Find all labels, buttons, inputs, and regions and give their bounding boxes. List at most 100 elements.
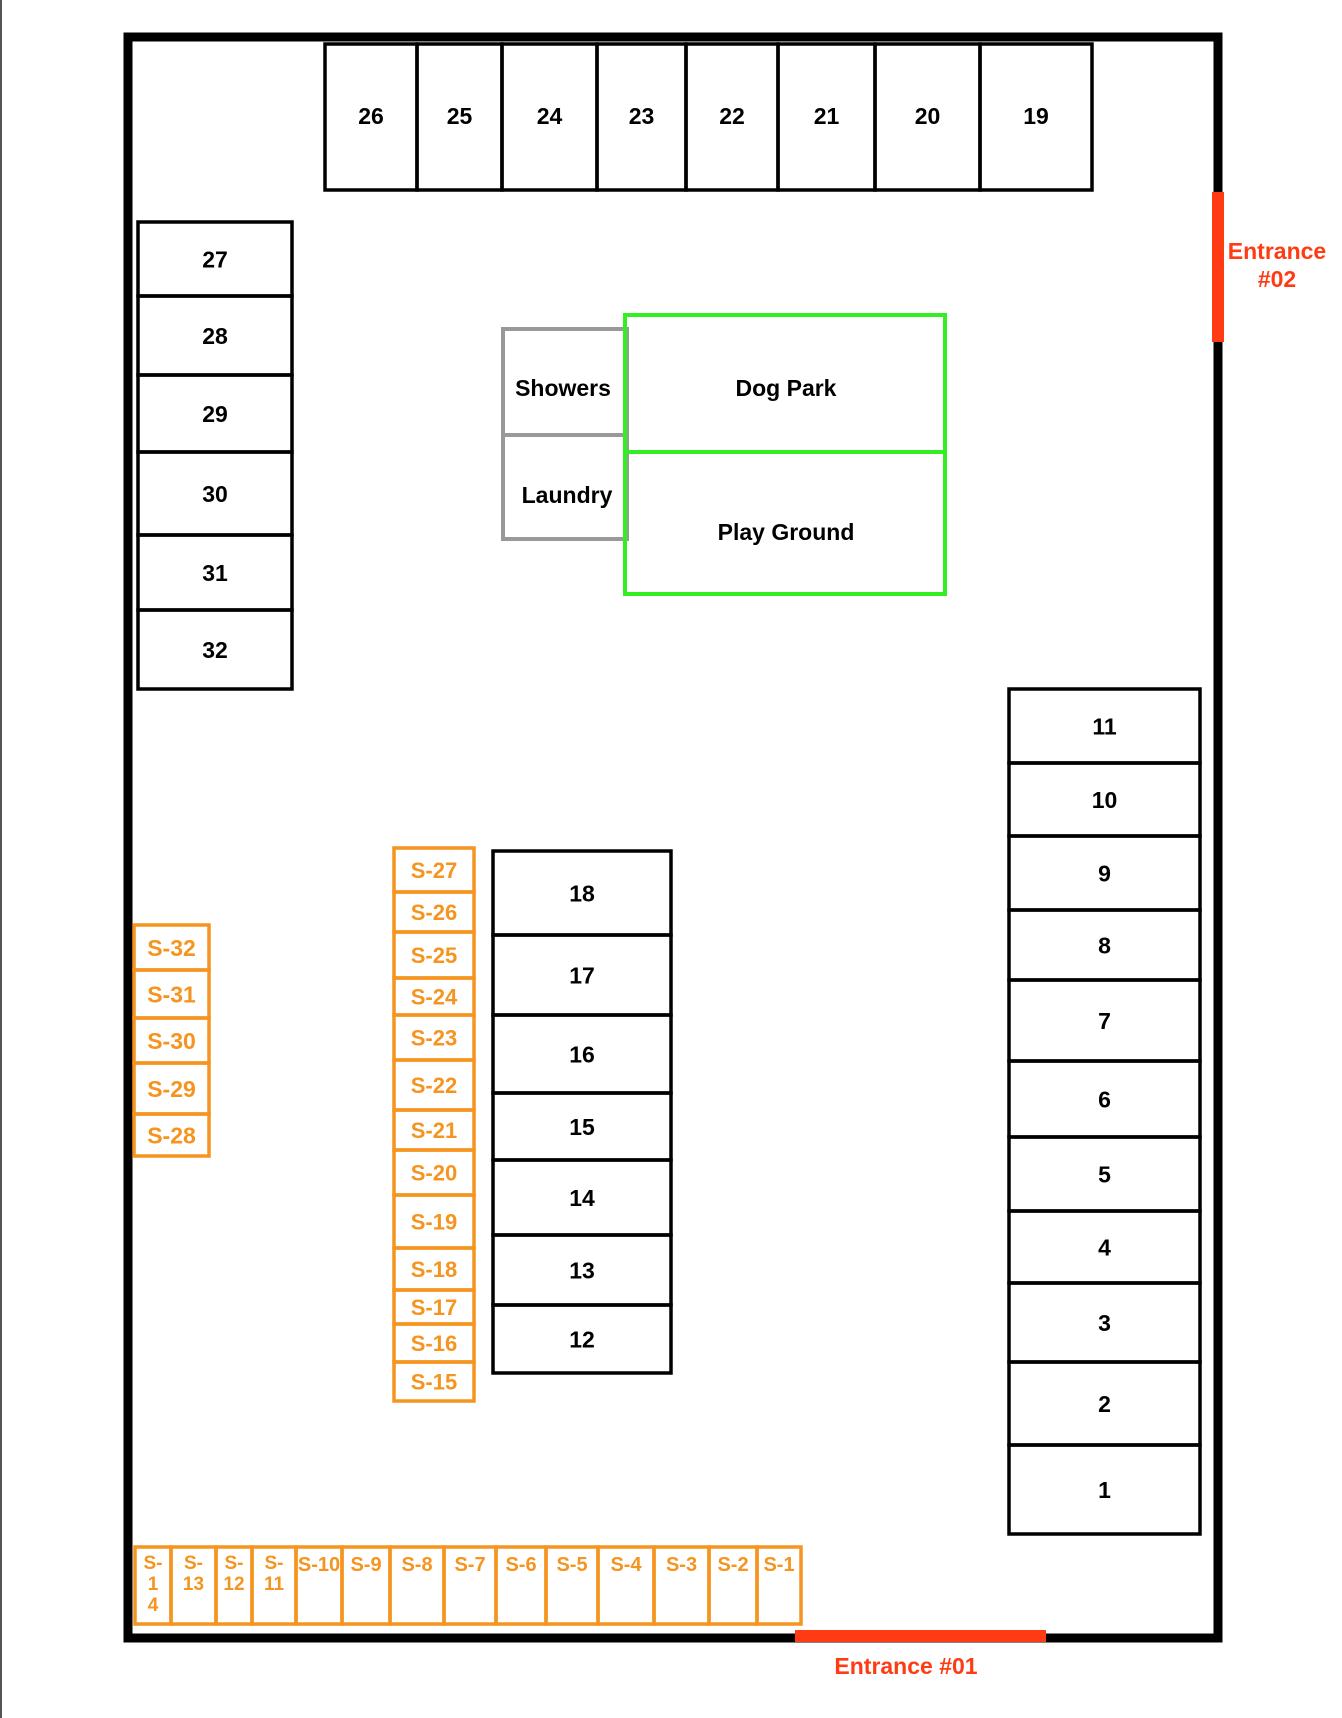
site-s-17[interactable]: S-17 — [392, 1288, 476, 1326]
site-s-10[interactable]: S-10 — [294, 1545, 344, 1626]
site-7-label: 7 — [1098, 1008, 1111, 1034]
site-s-8[interactable]: S-8 — [388, 1545, 446, 1626]
site-22[interactable]: 22 — [684, 42, 780, 192]
site-1[interactable]: 1 — [1007, 1443, 1202, 1536]
site-13-label: 13 — [569, 1257, 595, 1283]
site-s-5[interactable]: S-5 — [544, 1545, 600, 1626]
site-s-22-label: S-22 — [411, 1073, 457, 1098]
site-18[interactable]: 18 — [491, 849, 673, 937]
site-s-2[interactable]: S-2 — [707, 1545, 759, 1626]
site-s-15-outline — [392, 1360, 476, 1403]
site-s-1[interactable]: S-1 — [755, 1545, 803, 1626]
site-s-4[interactable]: S-4 — [596, 1545, 656, 1626]
site-24[interactable]: 24 — [500, 42, 599, 192]
site-19-outline — [978, 42, 1094, 192]
site-s-19-label: S-19 — [411, 1209, 457, 1234]
site-21[interactable]: 21 — [776, 42, 877, 192]
site-10[interactable]: 10 — [1007, 761, 1202, 838]
site-s-24[interactable]: S-24 — [392, 976, 476, 1017]
site-s-11[interactable]: S-11 — [250, 1545, 298, 1626]
site-8[interactable]: 8 — [1007, 908, 1202, 982]
site-7[interactable]: 7 — [1007, 978, 1202, 1063]
dog-park-label: Dog Park — [736, 375, 837, 401]
site-s-3-label: S-3 — [666, 1554, 697, 1576]
site-s-12[interactable]: S-12 — [214, 1545, 254, 1626]
site-s-28[interactable]: S-28 — [132, 1112, 211, 1158]
site-s-21[interactable]: S-21 — [392, 1108, 476, 1152]
site-s-19[interactable]: S-19 — [392, 1193, 476, 1250]
entrance-02-label-line1: Entrance — [1228, 238, 1326, 264]
showers-label: Showers — [515, 375, 611, 401]
site-s-32[interactable]: S-32 — [132, 923, 211, 972]
site-13[interactable]: 13 — [491, 1233, 673, 1307]
site-11[interactable]: 11 — [1007, 687, 1202, 765]
site-s-29-label: S-29 — [147, 1076, 196, 1102]
site-s-2-label: S-2 — [717, 1554, 748, 1576]
entrance-02-label-line2: #02 — [1258, 266, 1296, 292]
play-ground-area[interactable] — [623, 450, 947, 596]
site-14[interactable]: 14 — [491, 1158, 673, 1237]
site-s-30[interactable]: S-30 — [132, 1016, 211, 1065]
site-s-15[interactable]: S-15 — [392, 1360, 476, 1403]
site-12[interactable]: 12 — [491, 1303, 673, 1375]
site-s-26-label: S-26 — [411, 900, 457, 925]
site-30[interactable]: 30 — [136, 450, 294, 537]
site-32[interactable]: 32 — [136, 608, 294, 691]
site-s-23[interactable]: S-23 — [392, 1013, 476, 1062]
site-s-9[interactable]: S-9 — [340, 1545, 392, 1626]
site-26[interactable]: 26 — [323, 42, 419, 192]
site-27-label: 27 — [202, 246, 228, 272]
site-19[interactable]: 19 — [978, 42, 1094, 192]
site-s-26[interactable]: S-26 — [392, 890, 476, 934]
site-9[interactable]: 9 — [1007, 834, 1202, 912]
site-s-13[interactable]: S-13 — [169, 1545, 218, 1626]
site-s-1-label: S-1 — [763, 1554, 794, 1576]
site-29[interactable]: 29 — [136, 373, 294, 454]
site-4[interactable]: 4 — [1007, 1209, 1202, 1285]
site-s-6[interactable]: S-6 — [494, 1545, 548, 1626]
site-s-18[interactable]: S-18 — [392, 1246, 476, 1292]
site-6-label: 6 — [1098, 1086, 1111, 1112]
site-4-label: 4 — [1098, 1234, 1111, 1260]
site-s-20[interactable]: S-20 — [392, 1148, 476, 1197]
site-2[interactable]: 2 — [1007, 1360, 1202, 1447]
site-s-14[interactable]: S-14 — [133, 1545, 173, 1626]
site-s-32-label: S-32 — [147, 935, 196, 961]
site-5[interactable]: 5 — [1007, 1135, 1202, 1213]
site-s-3[interactable]: S-3 — [652, 1545, 711, 1626]
site-18-label: 18 — [569, 880, 595, 906]
site-3[interactable]: 3 — [1007, 1281, 1202, 1364]
site-s-27[interactable]: S-27 — [392, 846, 476, 894]
site-s-22[interactable]: S-22 — [392, 1058, 476, 1112]
site-s-16[interactable]: S-16 — [392, 1322, 476, 1364]
site-30-label: 30 — [202, 481, 228, 507]
site-25[interactable]: 25 — [415, 42, 504, 192]
site-s-1-outline — [755, 1545, 803, 1626]
site-s-7[interactable]: S-7 — [442, 1545, 498, 1626]
site-17[interactable]: 17 — [491, 933, 673, 1017]
site-20[interactable]: 20 — [873, 42, 982, 192]
site-s-31[interactable]: S-31 — [132, 968, 211, 1020]
site-23[interactable]: 23 — [595, 42, 688, 192]
site-s-25[interactable]: S-25 — [392, 930, 476, 980]
site-s-18-label: S-18 — [411, 1257, 457, 1282]
site-16[interactable]: 16 — [491, 1013, 673, 1095]
site-31[interactable]: 31 — [136, 533, 294, 612]
site-s-31-label: S-31 — [147, 981, 196, 1007]
site-26-label: 26 — [358, 103, 384, 129]
site-31-label: 31 — [202, 560, 228, 586]
site-15[interactable]: 15 — [491, 1091, 673, 1162]
site-5-label: 5 — [1098, 1161, 1111, 1187]
site-28[interactable]: 28 — [136, 294, 294, 377]
site-27[interactable]: 27 — [136, 220, 294, 298]
play-ground-label: Play Ground — [718, 519, 855, 545]
entrance-01-label: Entrance #01 — [834, 1653, 977, 1679]
site-s-29[interactable]: S-29 — [132, 1061, 211, 1116]
site-6[interactable]: 6 — [1007, 1059, 1202, 1139]
site-28-label: 28 — [202, 323, 228, 349]
site-16-label: 16 — [569, 1041, 595, 1067]
site-s-12-label-line2: 12 — [223, 1574, 244, 1595]
